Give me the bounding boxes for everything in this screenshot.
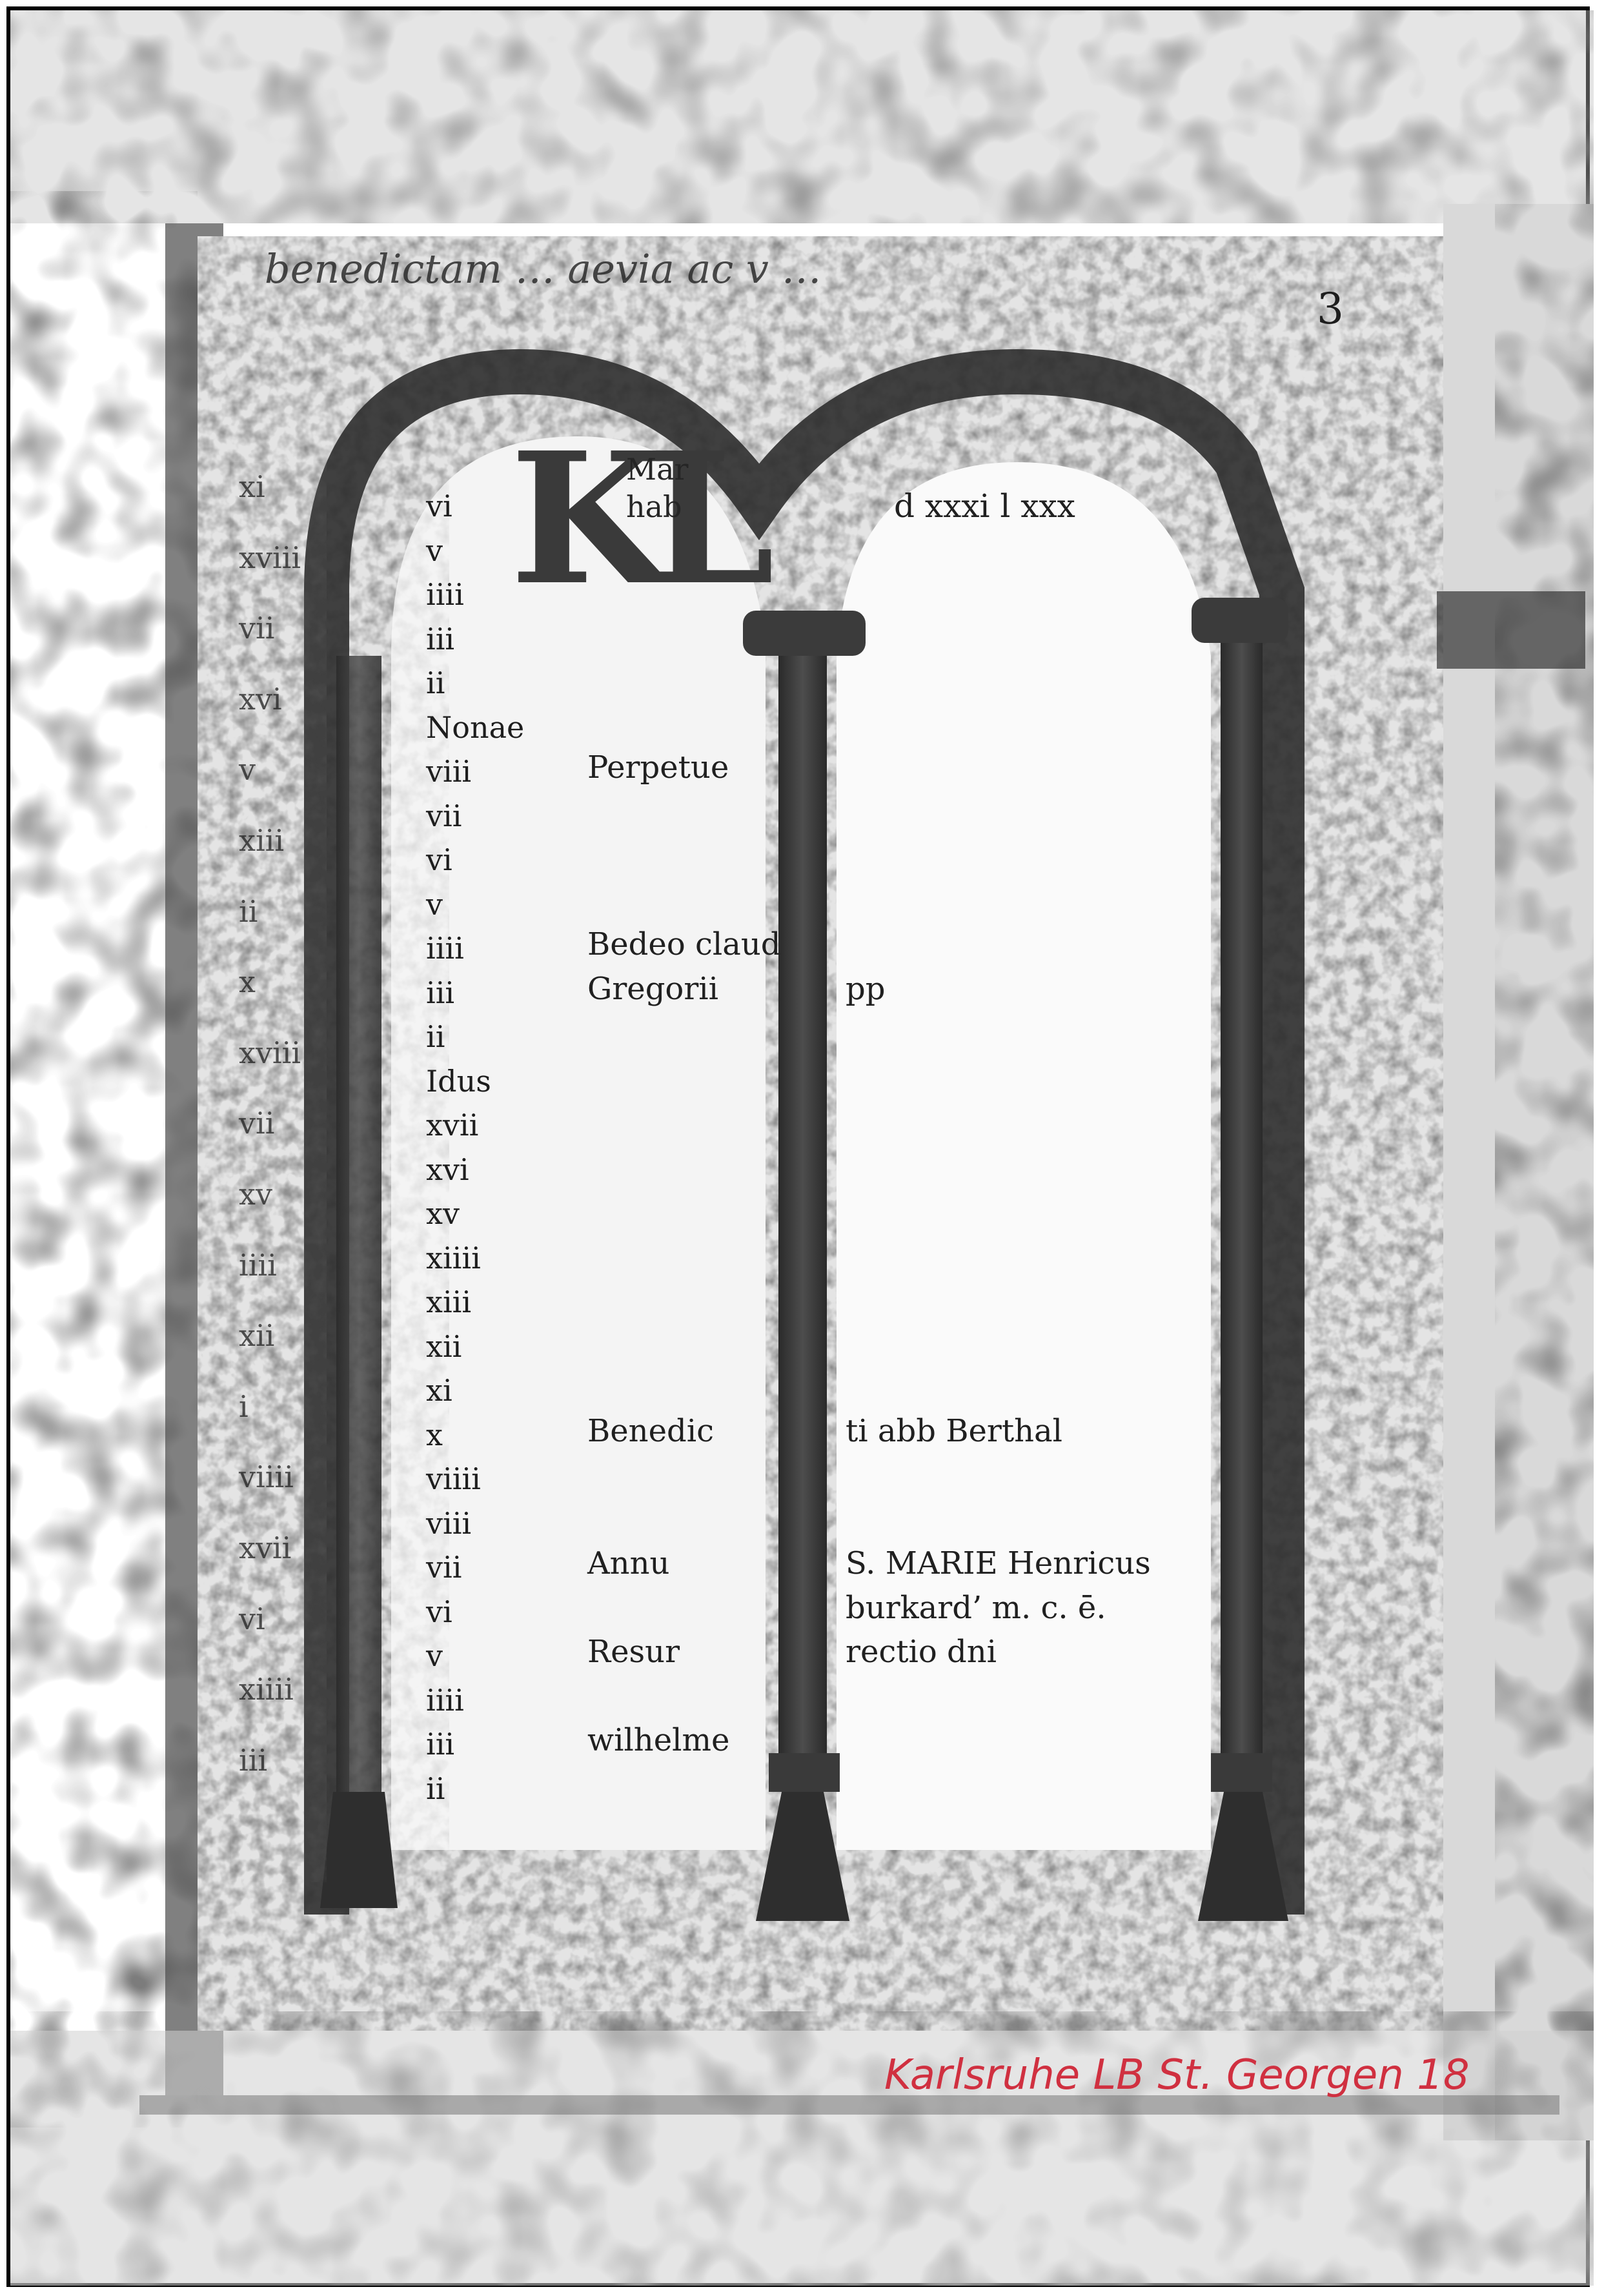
roman-day-21: x: [426, 1417, 443, 1452]
roman-day-4: ii: [426, 665, 445, 700]
golden-number-12: xii: [239, 1318, 275, 1354]
roman-day-0: vi: [426, 489, 452, 523]
feast-entry-0: Perpetue: [587, 749, 729, 786]
roman-day-6: viii: [426, 754, 472, 789]
roman-day-23: viii: [426, 1505, 472, 1541]
golden-number-15: xvii: [239, 1530, 292, 1565]
roman-day-27: iiii: [426, 1682, 464, 1718]
roman-day-9: v: [426, 886, 443, 922]
feast-entry-6: Annu: [587, 1545, 670, 1581]
roman-day-24: vii: [426, 1550, 462, 1585]
feast-entry-4: Benedic: [587, 1412, 714, 1449]
feast-entry-2: Gregorii: [587, 970, 718, 1007]
golden-number-13: i: [239, 1388, 249, 1424]
golden-number-1: xviii: [239, 540, 301, 575]
roman-day-19: xii: [426, 1328, 462, 1364]
roman-day-26: v: [426, 1638, 443, 1673]
roman-day-10: iiii: [426, 931, 464, 966]
roman-day-28: iii: [426, 1727, 455, 1762]
roman-day-22: viiii: [426, 1461, 481, 1496]
roman-day-11: iii: [426, 975, 455, 1010]
month-numbers: d xxxi l xxx: [894, 487, 1075, 525]
golden-number-2: vii: [239, 611, 275, 646]
roman-day-8: vi: [426, 842, 452, 877]
golden-number-8: xviii: [239, 1035, 301, 1070]
golden-number-16: vi: [239, 1601, 265, 1636]
feast-entry-3: pp: [846, 970, 886, 1007]
roman-day-29: ii: [426, 1771, 445, 1806]
roman-day-2: iiii: [426, 577, 464, 612]
feast-entry-7: S. MARIE Henricus: [846, 1545, 1151, 1581]
feast-entry-11: wilhelme: [587, 1722, 730, 1758]
golden-number-9: vii: [239, 1106, 275, 1141]
golden-number-4: v: [239, 752, 256, 787]
heading-line: benedictam … aevia ac v …: [265, 245, 822, 292]
folio-number: 3: [1317, 284, 1344, 334]
feast-entry-5: ti abb Berthal: [846, 1412, 1063, 1449]
roman-day-20: xi: [426, 1373, 452, 1408]
kl-initial: KL: [510, 413, 775, 625]
roman-day-16: xv: [426, 1196, 460, 1231]
month-days: hab: [626, 489, 682, 524]
feast-entry-10: rectio dni: [846, 1634, 997, 1670]
roman-day-12: ii: [426, 1019, 445, 1054]
golden-number-18: iii: [239, 1742, 268, 1778]
roman-day-1: v: [426, 533, 443, 568]
feast-entry-9: Resur: [587, 1634, 680, 1670]
golden-number-0: xi: [239, 469, 265, 504]
golden-number-5: xiii: [239, 822, 285, 858]
golden-number-3: xvi: [239, 681, 282, 716]
shelfmark-annotation: Karlsruhe LB St. Georgen 18: [884, 2051, 1470, 2099]
manuscript-scan: [10, 10, 1594, 2286]
roman-day-3: iii: [426, 621, 455, 656]
golden-number-14: viiii: [239, 1459, 294, 1495]
roman-day-15: xvi: [426, 1152, 469, 1187]
feast-entry-8: burkard’ m. c. ē.: [846, 1589, 1106, 1626]
roman-day-25: vi: [426, 1594, 452, 1629]
golden-number-6: ii: [239, 893, 258, 929]
roman-day-13: Idus: [426, 1063, 491, 1099]
month-name: Mar: [626, 452, 689, 487]
roman-day-14: xvii: [426, 1108, 479, 1143]
golden-number-10: xv: [239, 1176, 272, 1212]
roman-day-18: xiii: [426, 1285, 472, 1319]
golden-number-17: xiiii: [239, 1672, 294, 1707]
roman-day-7: vii: [426, 798, 462, 833]
feast-entry-1: Bedeo claud: [587, 926, 781, 962]
roman-day-17: xiiii: [426, 1240, 481, 1275]
golden-number-7: x: [239, 964, 256, 1000]
golden-number-11: iiii: [239, 1247, 277, 1283]
roman-day-5: Nonae: [426, 709, 525, 745]
